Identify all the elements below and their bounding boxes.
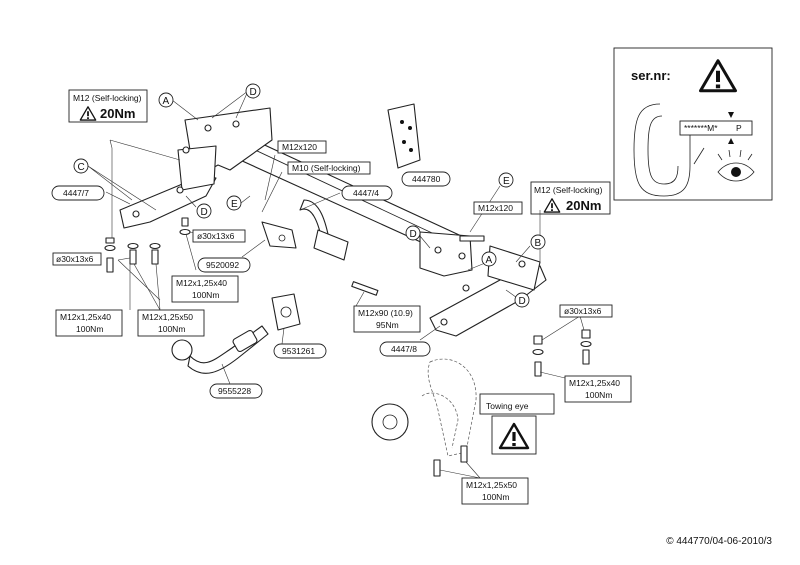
svg-text:D: D [250,87,257,98]
svg-text:M12x1,25x40: M12x1,25x40 [60,312,111,322]
svg-text:100Nm: 100Nm [76,324,103,334]
label-washer-mid: ø30x13x6 [192,229,246,243]
svg-text:ø30x13x6: ø30x13x6 [564,306,602,316]
svg-text:4447/4: 4447/4 [353,188,379,198]
torque-left-value: 20Nm [100,106,135,121]
callout-a-left: A [158,92,174,108]
svg-text:M12x1,25x50: M12x1,25x50 [466,480,517,490]
towing-eye-warning [491,415,537,455]
svg-text:M10 (Self-locking): M10 (Self-locking) [292,163,361,173]
svg-text:C: C [78,162,85,173]
label-bolt-right: M12x1,25x40 100Nm [564,375,632,403]
label-9555228: 9555228 [209,383,263,399]
label-bolt-center: M12x90 (10.9) 95Nm [353,305,421,333]
svg-text:E: E [503,176,510,187]
label-bolt-mid: M12x1,25x40 100Nm [171,275,239,303]
callout-d-top: D [245,83,261,99]
label-washer-left: ø30x13x6 [52,252,102,266]
svg-text:4447/8: 4447/8 [391,344,417,354]
svg-text:D: D [410,229,417,240]
torque-note-right: M12 (Self-locking) 20Nm [530,181,611,215]
serial-title: ser.nr: [631,68,671,83]
callout-e-right: E [498,172,514,188]
eye-icon [717,149,755,182]
callout-d-left: D [196,203,212,219]
svg-text:ø30x13x6: ø30x13x6 [56,254,94,264]
torque-right-bolt: M12 (Self-locking) [534,185,603,195]
svg-text:100Nm: 100Nm [192,290,219,300]
socket-holder-9531261 [271,293,301,331]
svg-text:4447/7: 4447/7 [63,188,89,198]
label-9531261: 9531261 [273,343,327,359]
svg-text:M12x1,25x40: M12x1,25x40 [569,378,620,388]
callout-c: C [73,158,89,174]
label-4447-7: 4447/7 [51,185,105,201]
svg-text:Towing eye: Towing eye [486,401,529,411]
leader-lines [87,90,585,479]
fastener-stack-left [104,217,191,273]
svg-text:E: E [231,199,238,210]
svg-text:M12x1,25x40: M12x1,25x40 [176,278,227,288]
plate-444780 [387,103,421,169]
bracket-right-4447-8 [419,231,547,337]
torque-left-bolt: M12 (Self-locking) [73,93,142,103]
torque-note-left: M12 (Self-locking) 20Nm [68,89,148,123]
serial-number-panel: ser.nr: *******M* P [613,47,773,201]
svg-text:9531261: 9531261 [282,346,315,356]
svg-text:D: D [201,207,208,218]
svg-text:444780: 444780 [412,174,441,184]
svg-text:M12x90 (10.9): M12x90 (10.9) [358,308,413,318]
svg-text:9520092: 9520092 [206,260,239,270]
label-bolt-left2: M12x1,25x50 100Nm [137,309,205,337]
label-4447-4: 4447/4 [341,185,393,201]
svg-text:100Nm: 100Nm [158,324,185,334]
label-444780: 444780 [401,171,451,187]
svg-text:A: A [486,255,493,266]
serial-code-p: P [736,123,742,133]
label-bolt-left: M12x1,25x40 100Nm [55,309,123,337]
fastener-stack-right [351,235,592,477]
svg-text:B: B [535,238,542,249]
callout-d-right: D [514,292,530,308]
svg-text:A: A [163,96,170,107]
svg-text:100Nm: 100Nm [482,492,509,502]
label-m12x120-top: M12x120 [277,140,327,154]
svg-text:ø30x13x6: ø30x13x6 [197,231,235,241]
bracket-9520092 [261,221,297,249]
label-washer-right: ø30x13x6 [559,304,613,318]
towing-eye-label: Towing eye [479,393,555,415]
svg-text:9555228: 9555228 [218,386,251,396]
torque-right-value: 20Nm [566,198,601,213]
label-bolt-bottom: M12x1,25x50 100Nm [461,477,529,505]
svg-text:M12x120: M12x120 [282,142,317,152]
label-4447-8: 4447/8 [379,341,431,357]
label-m10-self: M10 (Self-locking) [287,161,371,175]
label-9520092: 9520092 [197,257,251,273]
bracket-left-4447-7 [119,107,273,229]
label-m12x120-right: M12x120 [473,201,523,215]
svg-text:M12x1,25x50: M12x1,25x50 [142,312,193,322]
svg-text:100Nm: 100Nm [585,390,612,400]
svg-text:M12x120: M12x120 [478,203,513,213]
serial-code-stars: *******M* [684,123,718,133]
callout-b: B [530,234,546,250]
towing-eye-outline [371,358,477,457]
copyright-text: © 444770/04-06-2010/3 [666,536,772,547]
svg-text:95Nm: 95Nm [376,320,399,330]
callout-d-mid: D [405,225,421,241]
ballneck-9555228 [171,325,269,374]
callout-e-left: E [226,195,242,211]
callout-a-right: A [481,251,497,267]
svg-text:D: D [519,296,526,307]
